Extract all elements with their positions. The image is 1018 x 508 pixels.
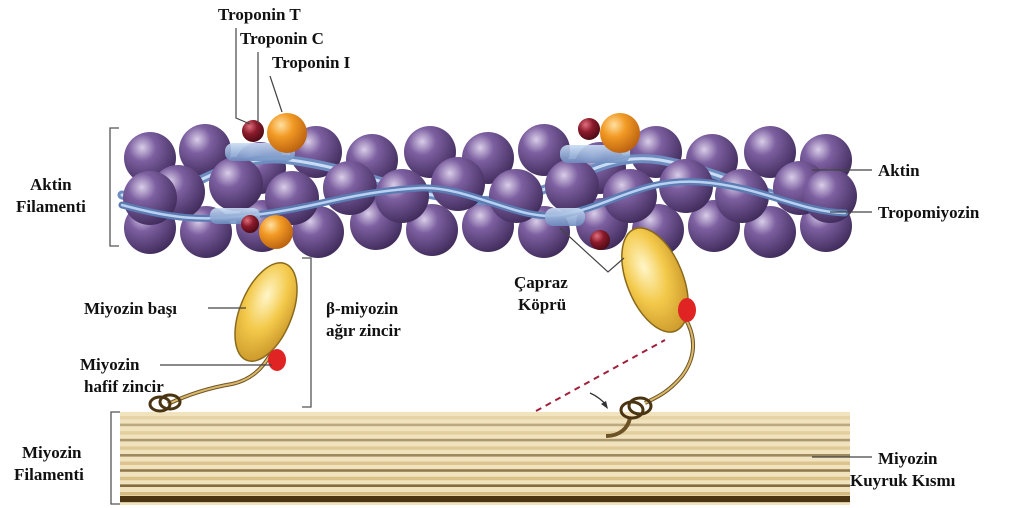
- thick-filament-stripe: [120, 462, 850, 465]
- thick-filament-stripe: [120, 492, 850, 495]
- leader-troponin-i: [270, 76, 282, 112]
- label-troponin-i: Troponin I: [272, 53, 351, 72]
- thick-filament-stripe: [120, 416, 850, 419]
- actin-bead: [431, 157, 485, 211]
- label-beta-miyozin-2: ağır zincir: [326, 321, 401, 340]
- troponin-c-bead: [267, 113, 307, 153]
- light-chain-left: [268, 349, 286, 371]
- myosin-head-left: [150, 254, 310, 411]
- thick-filament-stripe: [120, 439, 850, 442]
- thick-filament-stripe: [120, 496, 850, 502]
- label-miyozin-filamenti-1: Miyozin: [22, 443, 82, 462]
- light-chain-right: [678, 298, 696, 322]
- bracket-beta-miyozin: [302, 258, 311, 407]
- thick-filament-stripe: [120, 431, 850, 434]
- actin-bead: [375, 169, 429, 223]
- label-hafif-zincir-2: hafif zincir: [84, 377, 164, 396]
- thick-filament-stripe: [120, 469, 850, 472]
- coil-left: [150, 395, 180, 411]
- thick-filament-stripe: [120, 424, 850, 427]
- label-capraz-1: Çapraz: [514, 273, 568, 292]
- label-miyozin-basi: Miyozin başı: [84, 299, 177, 318]
- thick-filament-stripe: [120, 484, 850, 487]
- label-aktin-filamenti-2: Filamenti: [16, 197, 86, 216]
- troponin-t-bead: [242, 120, 264, 142]
- actin-bead: [323, 161, 377, 215]
- thick-filament-stripe: [120, 477, 850, 480]
- bracket-aktin-filamenti: [110, 128, 119, 246]
- label-aktin-filamenti-1: Aktin: [30, 175, 72, 194]
- troponin-t-bead-lower: [241, 215, 259, 233]
- troponin-c-bead-right: [600, 113, 640, 153]
- thick-filament-stripe: [120, 446, 850, 449]
- label-kuyruk-2: Kuyruk Kısmı: [850, 471, 956, 490]
- label-beta-miyozin-1: β-miyozin: [326, 299, 399, 318]
- label-hafif-zincir-1: Miyozin: [80, 355, 140, 374]
- label-aktin: Aktin: [878, 161, 920, 180]
- label-capraz-2: Köprü: [518, 295, 566, 314]
- myosin-thick-filament: [120, 412, 850, 505]
- thick-filament-stripe: [120, 454, 850, 457]
- label-troponin-c: Troponin C: [240, 29, 324, 48]
- actin-bead: [209, 157, 263, 211]
- bracket-miyozin-filamenti: [111, 412, 120, 504]
- label-miyozin-filamenti-2: Filamenti: [14, 465, 84, 484]
- label-troponin-t: Troponin T: [218, 5, 301, 24]
- troponin-t-bead-right-lower: [590, 230, 610, 250]
- troponin-i-bead: [259, 215, 293, 249]
- label-tropomiyozin: Tropomiyozin: [878, 203, 980, 222]
- label-kuyruk-1: Miyozin: [878, 449, 938, 468]
- troponin-t-bead-right: [578, 118, 600, 140]
